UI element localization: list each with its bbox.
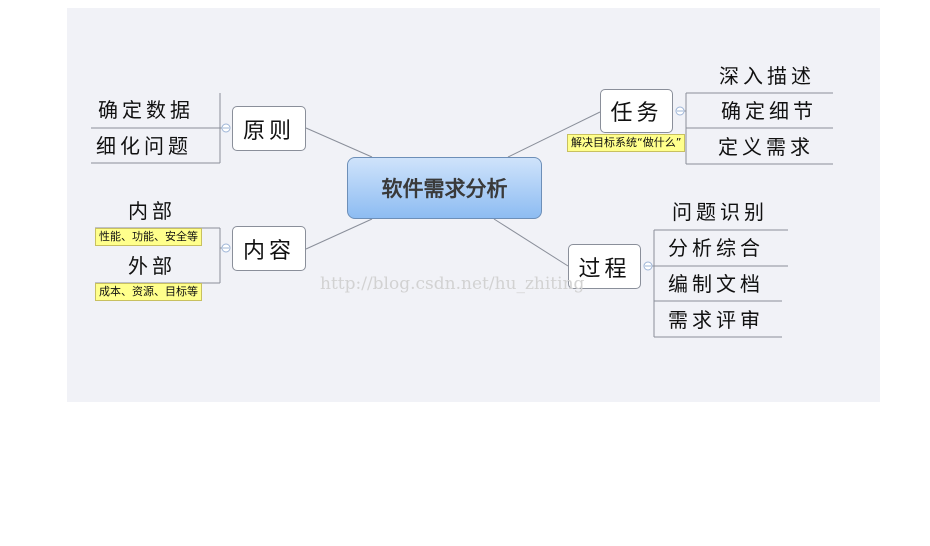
branch-process[interactable]: 过程	[568, 244, 641, 289]
leaf-principle-2[interactable]: 细化问题	[96, 134, 192, 158]
branch-principle[interactable]: 原则	[232, 106, 306, 151]
leaf-task-1[interactable]: 深入描述	[719, 64, 815, 88]
leaf-principle-1[interactable]: 确定数据	[98, 98, 194, 122]
leaf-process-3[interactable]: 编制文档	[668, 272, 764, 296]
leaf-process-2[interactable]: 分析综合	[668, 236, 764, 260]
leaf-task-3[interactable]: 定义需求	[718, 135, 814, 159]
note-content-internal: 性能、功能、安全等	[95, 228, 202, 246]
note-content-external: 成本、资源、目标等	[95, 283, 202, 301]
leaf-task-2[interactable]: 确定细节	[721, 99, 817, 123]
branch-task[interactable]: 任务	[600, 89, 673, 133]
watermark: http://blog.csdn.net/hu_zhiting	[320, 274, 585, 294]
leaf-content-external[interactable]: 外部	[128, 254, 176, 278]
note-task: 解决目标系统“做什么”	[567, 134, 686, 152]
leaf-content-internal[interactable]: 内部	[128, 199, 176, 223]
central-topic[interactable]: 软件需求分析	[347, 157, 542, 219]
leaf-process-1[interactable]: 问题识别	[672, 200, 768, 224]
leaf-process-4[interactable]: 需求评审	[668, 308, 764, 332]
branch-content[interactable]: 内容	[232, 226, 306, 271]
